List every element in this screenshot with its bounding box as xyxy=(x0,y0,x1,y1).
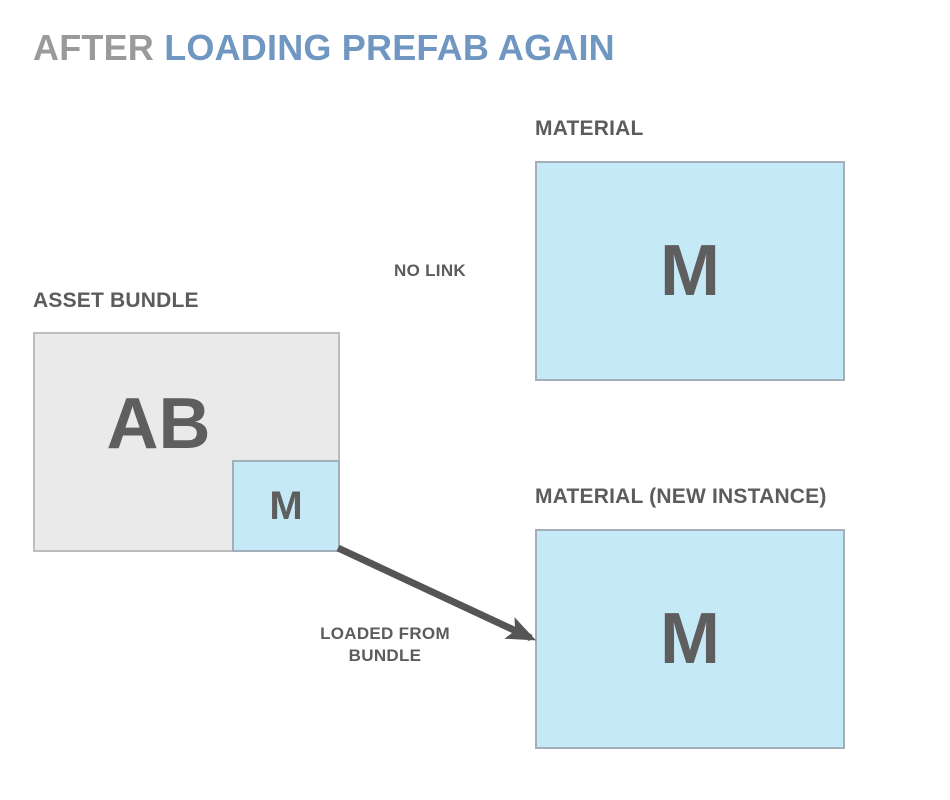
material-new-instance-box-label: MATERIAL (NEW INSTANCE) xyxy=(535,485,827,508)
bundled-material-box: M xyxy=(232,460,340,552)
material-new-instance-box: M xyxy=(535,529,845,749)
asset-bundle-box: AB xyxy=(33,332,340,552)
no-link-edge-label: NO LINK xyxy=(394,261,466,280)
page-title: AFTER LOADING PREFAB AGAIN xyxy=(33,30,615,66)
material-new-instance-box-glyph: M xyxy=(660,599,720,679)
asset-bundle-box-label: ASSET BUNDLE xyxy=(33,289,199,312)
material-box: M xyxy=(535,161,845,381)
page-title-highlight: LOADING PREFAB AGAIN xyxy=(164,27,615,68)
bundled-material-box-glyph: M xyxy=(269,484,303,528)
page-title-prefix: AFTER xyxy=(33,27,165,68)
material-box-label: MATERIAL xyxy=(535,117,644,140)
material-box-glyph: M xyxy=(660,231,720,311)
loaded-from-bundle-edge-label: LOADED FROM BUNDLE xyxy=(320,624,450,666)
asset-bundle-box-glyph: AB xyxy=(106,384,211,464)
